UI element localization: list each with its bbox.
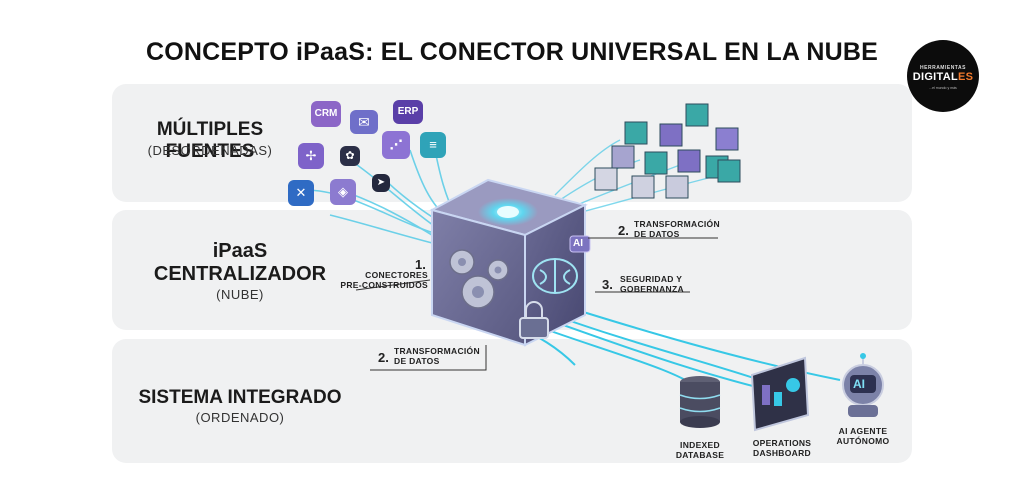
- centralizer-title-line1: iPaaS: [212, 240, 268, 262]
- database-label: INDEXED DATABASE: [675, 440, 725, 460]
- callout-transform-bottom-label: TRANSFORMACIÓN DE DATOS: [394, 346, 480, 366]
- database-small-icon: ≡: [420, 132, 446, 158]
- database-icon: [679, 376, 721, 428]
- erp-icon: ERP: [393, 100, 423, 124]
- centralizer-subtitle: (NUBE): [216, 287, 264, 302]
- fan-icon: ✢: [298, 143, 324, 169]
- logo-line1: HERRAMIENTAS: [920, 65, 966, 71]
- email-icon: ✉: [350, 110, 378, 134]
- dashboard-icon: [750, 356, 810, 432]
- dashboard-label: OPERATIONS DASHBOARD: [752, 438, 812, 458]
- callout-transform-bottom-number: 2.: [378, 350, 389, 365]
- callout-connectors-number: 1.: [415, 257, 426, 272]
- ipaas-cube: [429, 178, 591, 347]
- hub-icon: ✕: [288, 180, 314, 206]
- callout-connectors-label: CONECTORES PRE-CONSTRUIDOS: [340, 270, 428, 290]
- callout-transform-top-label: TRANSFORMACIÓN DE DATOS: [634, 219, 720, 239]
- sources-subtitle: (DESORDENADAS): [147, 143, 273, 158]
- integrated-subtitle: (ORDENADO): [195, 410, 285, 425]
- ai-agent-icon: [842, 353, 884, 417]
- share-icon: ⋰: [382, 131, 410, 159]
- logo-line3: ...el mundo y más: [929, 86, 957, 90]
- cube-ai-badge: AI: [573, 238, 583, 249]
- centralizer-title-line2: CENTRALIZADOR: [153, 263, 327, 285]
- arrow-icon: ➤: [372, 174, 390, 192]
- page-title: CONCEPTO iPaaS: EL CONECTOR UNIVERSAL EN…: [146, 38, 878, 66]
- data-cubes: [594, 103, 741, 199]
- callout-transform-top-number: 2.: [618, 223, 629, 238]
- sources-band: [112, 84, 912, 202]
- layers-icon: ◈: [330, 179, 356, 205]
- callout-security-label: SEGURIDAD Y GOBERNANZA: [620, 274, 684, 294]
- app-icon: ✿: [340, 146, 360, 166]
- callout-lines: [355, 237, 718, 371]
- callout-security-number: 3.: [602, 277, 613, 292]
- integrated-title: SISTEMA INTEGRADO: [138, 387, 342, 408]
- agent-label: AI AGENTE AUTÓNOMO: [836, 426, 890, 446]
- brand-logo: HERRAMIENTAS DIGITALES ...el mundo y más: [907, 40, 979, 112]
- sources-title: MÚLTIPLES FUENTES: [156, 119, 264, 162]
- crm-icon: CRM: [311, 101, 341, 127]
- logo-line2: DIGITALES: [912, 71, 974, 83]
- agent-ai-badge: AI: [853, 377, 865, 391]
